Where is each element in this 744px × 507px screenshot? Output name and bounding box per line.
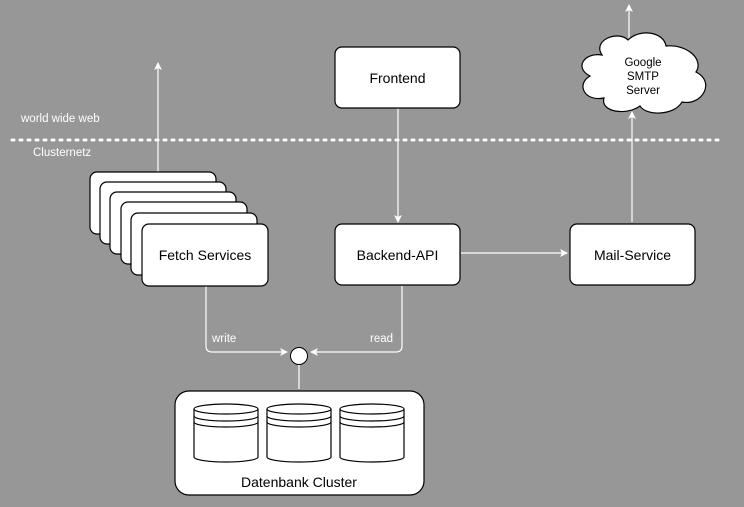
- database-cylinder-1: [193, 403, 259, 463]
- write-connector: [205, 286, 288, 356]
- world-wide-web-label: world wide web: [20, 113, 100, 125]
- cloud-label-line-2: SMTP: [627, 71, 659, 83]
- frontend-label: Frontend: [369, 70, 425, 86]
- backend-api-node[interactable]: Backend-API: [334, 223, 461, 286]
- write-label: write: [211, 333, 236, 345]
- database-cylinder-2: [266, 403, 332, 463]
- google-smtp-cloud[interactable]: Google SMTP Server: [581, 32, 707, 114]
- fetch-services-stack[interactable]: Fetch Services: [89, 171, 269, 287]
- mail-service-label: Mail-Service: [594, 247, 671, 263]
- datenbank-cluster[interactable]: Datenbank Cluster: [174, 390, 425, 496]
- clusternetz-label: Clusternetz: [33, 147, 91, 159]
- cloud-label-line-1: Google: [624, 57, 661, 69]
- cloud-label-line-3: Server: [626, 85, 660, 97]
- datenbank-cluster-label: Datenbank Cluster: [241, 474, 357, 490]
- db-junction: [290, 347, 308, 365]
- backend-api-label: Backend-API: [357, 247, 439, 263]
- database-cylinder-3: [339, 403, 405, 463]
- fetch-services-label: Fetch Services: [159, 247, 252, 263]
- fetch-services-node[interactable]: [141, 223, 269, 287]
- mail-service-node[interactable]: Mail-Service: [569, 223, 696, 286]
- read-label: read: [370, 333, 393, 345]
- frontend-node[interactable]: Frontend: [334, 46, 461, 109]
- read-connector: [310, 286, 403, 356]
- cloud-shape: [581, 32, 707, 114]
